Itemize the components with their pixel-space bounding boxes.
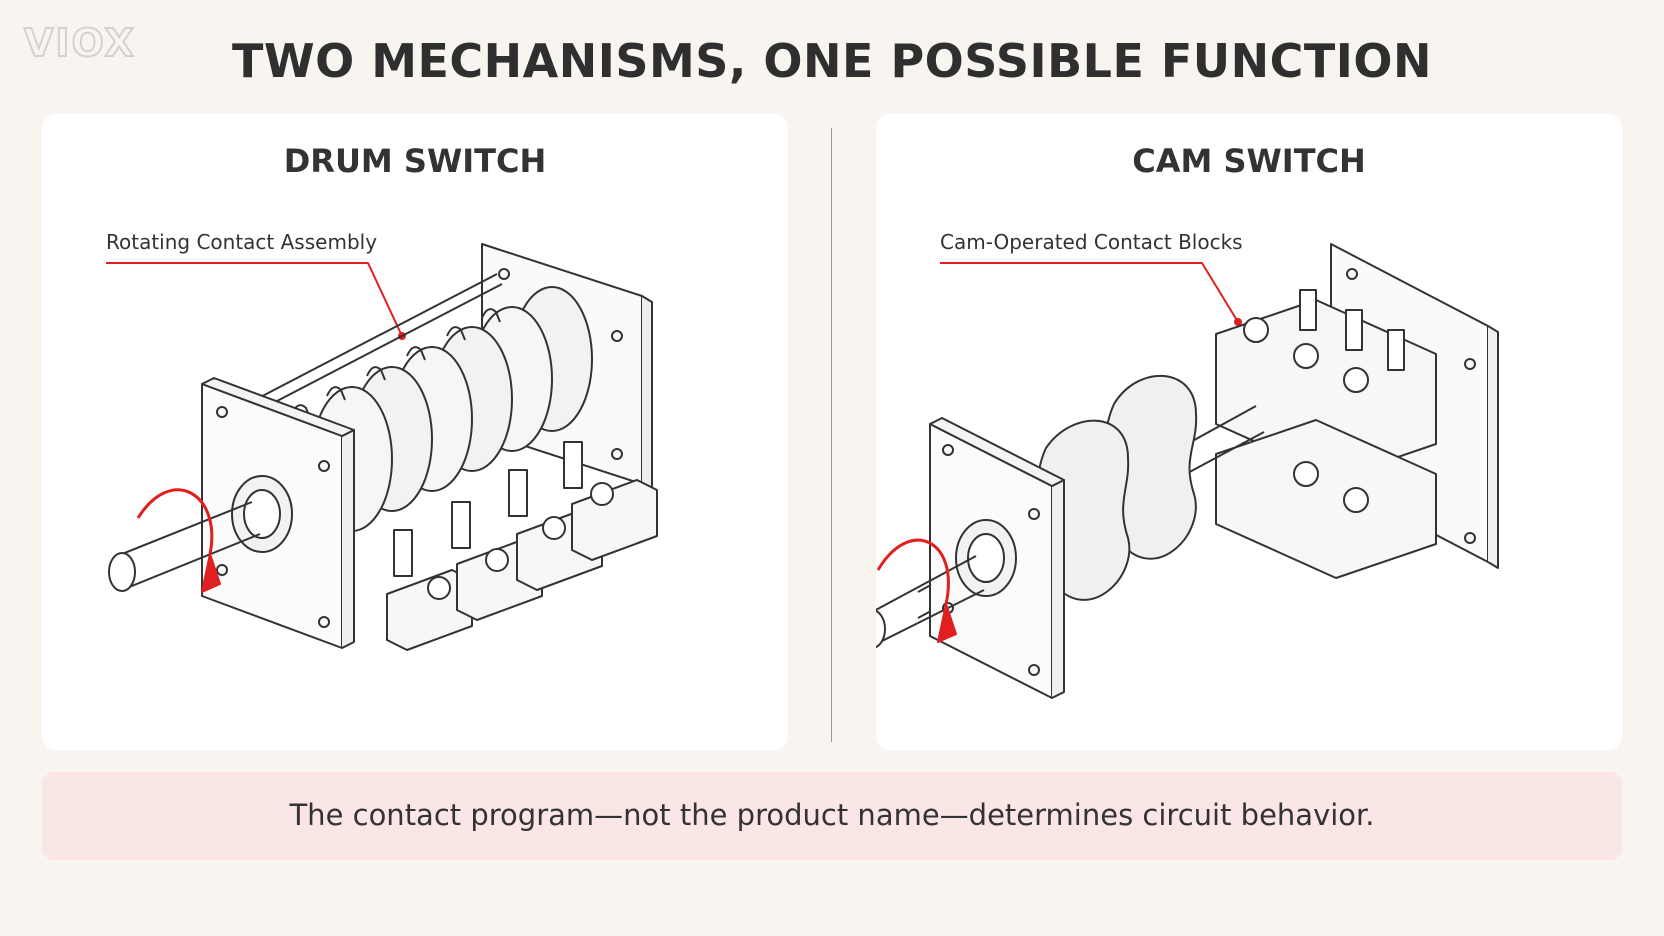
drum-switch-illustration [106,243,658,651]
panel-divider [831,128,832,742]
drum-shaft [121,501,261,591]
drum-switch-title: DRUM SWITCH [283,142,547,180]
cam-callout-label: Cam-Operated Contact Blocks [940,230,1243,254]
cam-rotation-arrow [876,538,950,605]
drum-callout-line [106,262,403,337]
logo-text: VIOX [24,21,136,64]
cam-callout-line [940,262,1239,323]
cam-switch-title: CAM SWITCH [1132,142,1366,180]
cam-switch-illustration [876,243,1499,699]
footer-banner: The contact program—not the product name… [42,772,1622,860]
viox-logo: VIOX [23,20,136,64]
drum-terminal-blocks [386,441,658,651]
drum-switch-panel: DRUM SWITCH Rotating Contact Assembly [42,114,788,750]
cam-contact-blocks [1215,289,1437,579]
footer-text: The contact program—not the product name… [289,798,1375,832]
drum-callout-label: Rotating Contact Assembly [106,230,378,254]
drum-rotation-arrow [136,488,214,555]
cam-callout-dot [1234,318,1242,326]
page-title: TWO MECHANISMS, ONE POSSIBLE FUNCTION [231,34,1433,88]
cam-switch-panel: CAM SWITCH Cam-Operated Contact Blocks [876,114,1622,750]
